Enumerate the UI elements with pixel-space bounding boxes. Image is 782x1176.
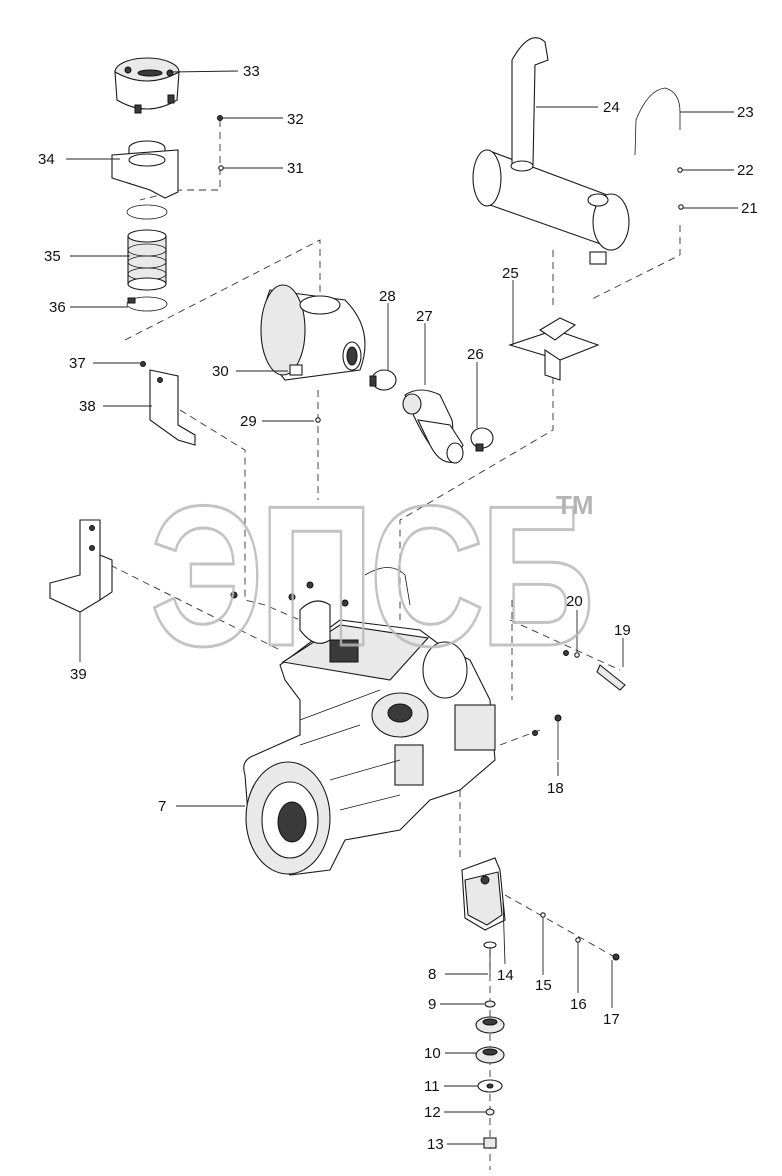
callout-34: 34 (38, 151, 55, 168)
callout-35: 35 (44, 248, 61, 265)
callout-31: 31 (287, 160, 304, 177)
callout-13: 13 (427, 1136, 444, 1153)
callout-19: 19 (614, 622, 631, 639)
callout-7: 7 (158, 798, 166, 815)
part-25-muffler-bracket (508, 317, 600, 381)
callout-38: 38 (79, 398, 96, 415)
part-30-air-filter (260, 284, 366, 381)
callout-15: 15 (535, 977, 552, 994)
part-38-bracket (149, 369, 196, 446)
part-7-engine (230, 567, 496, 876)
part-27-elbow-hose (402, 389, 464, 464)
callout-22: 22 (737, 162, 754, 179)
part-28-clamp (369, 369, 397, 391)
callout-26: 26 (467, 346, 484, 363)
part-34-bracket (111, 140, 179, 199)
part-13-nut (483, 1137, 497, 1149)
callout-21: 21 (741, 200, 758, 217)
part-36-clamp (126, 296, 168, 312)
watermark-logo: ЭПСБ TM (149, 464, 598, 690)
callout-33: 33 (243, 63, 260, 80)
callout-30: 30 (212, 363, 229, 380)
callout-28: 28 (379, 288, 396, 305)
callout-16: 16 (570, 996, 587, 1013)
callout-25: 25 (502, 265, 519, 282)
callout-27: 27 (416, 308, 433, 325)
part-9-washer (484, 1000, 496, 1008)
callout-12: 12 (424, 1104, 441, 1121)
part-26-clamp (470, 427, 494, 452)
part-8-bolt (483, 941, 497, 975)
callout-39: 39 (70, 666, 87, 683)
callout-29: 29 (240, 413, 257, 430)
callout-9: 9 (428, 996, 436, 1013)
part-23-u-bolt (634, 87, 681, 156)
small-fasteners (140, 115, 684, 961)
callout-10: 10 (424, 1045, 441, 1062)
part-12-lock-washer (485, 1108, 495, 1116)
callout-32: 32 (287, 111, 304, 128)
callout-24: 24 (603, 99, 620, 116)
part-35-hose (126, 204, 168, 291)
callout-36: 36 (49, 299, 66, 316)
leader-lines (66, 70, 738, 1145)
callout-8: 8 (428, 966, 436, 983)
watermark-text: ЭПСБ (150, 465, 590, 688)
part-39-bracket (49, 519, 113, 613)
callout-20: 20 (566, 593, 583, 610)
callout-labels: 33 32 31 34 35 36 37 38 30 29 28 27 26 2… (38, 63, 758, 1153)
part-33-precleaner-cap (114, 57, 180, 114)
callout-37: 37 (69, 355, 86, 372)
part-24-muffler (472, 37, 630, 265)
callout-11: 11 (424, 1078, 440, 1095)
assembly-lines (99, 120, 681, 1170)
callout-18: 18 (547, 780, 564, 797)
part-14-engine-mount (461, 857, 506, 931)
callout-23: 23 (737, 104, 754, 121)
callout-14: 14 (497, 967, 514, 984)
part-11-washer (477, 1079, 503, 1093)
part-10-isolators (475, 1016, 505, 1064)
watermark-tm: TM (556, 490, 594, 520)
callout-17: 17 (603, 1011, 620, 1028)
